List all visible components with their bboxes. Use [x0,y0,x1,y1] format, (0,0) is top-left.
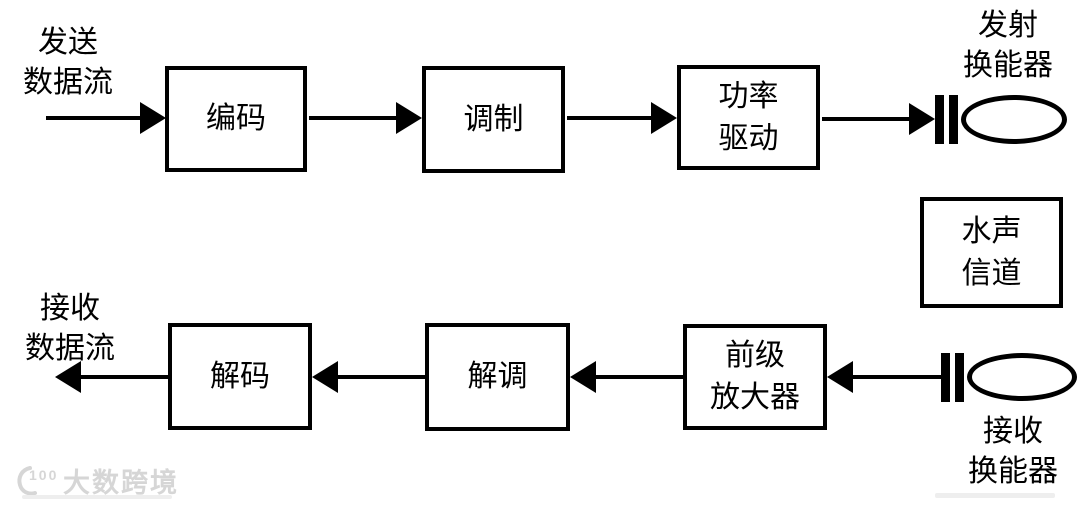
arrow-line [81,375,168,379]
tx-transducer-line1: 发射 [978,9,1038,42]
transducer-plate [935,95,944,144]
arrow-head-icon [396,102,422,134]
receive-data-stream-line2: 数据流 [25,332,115,365]
send-data-stream-line1: 发送 [38,26,98,59]
transducer-head [967,353,1077,401]
arrow-line [338,375,425,379]
watermark: 100 大数跨境 [16,461,179,500]
arrow-line [46,116,141,120]
transducer-plate [955,353,964,402]
arrow-line [596,375,683,379]
arrow-line [309,116,397,120]
node-channel: 水声 信道 [920,197,1063,308]
node-demodulate-label: 解调 [467,360,528,393]
node-channel-line1: 水声 [961,214,1022,248]
watermark-brand: 大数跨境 [63,468,179,498]
arrow-head-icon [312,361,338,393]
node-decode-label: 解码 [210,359,270,393]
tx-transducer-line2: 换能器 [963,49,1053,82]
transducer-head [961,95,1067,144]
send-data-stream-line2: 数据流 [23,66,113,99]
node-preamp-line2: 放大器 [710,381,800,414]
arrow-head-icon [55,361,81,393]
rx-transducer-line1: 接收 [983,415,1043,448]
send-data-stream-label: 发送 数据流 [10,23,126,103]
node-power-drive-line1: 功率 [718,79,779,113]
node-preamp-line1: 前级 [725,339,785,372]
arrow-line [822,117,910,121]
transducer-plate [941,353,950,402]
node-channel-line2: 信道 [961,256,1022,290]
node-preamp: 前级 放大器 [683,324,827,430]
rx-transducer-label: 接收 换能器 [950,412,1076,492]
arrow-head-icon [827,361,853,393]
arrow-head-icon [570,361,596,393]
receive-data-stream-line1: 接收 [40,292,100,325]
node-encode: 编码 [165,66,307,172]
arrow-line [567,116,652,120]
watermark-fineprint-line [935,493,1055,498]
node-modulate-label: 调制 [463,102,524,136]
svg-text:100: 100 [29,467,58,483]
node-power-drive: 功率 驱动 [677,65,820,170]
node-demodulate: 解调 [425,323,570,431]
receive-data-stream-label: 接收 数据流 [12,289,128,369]
arrow-head-icon [140,102,166,134]
node-power-drive-line2: 驱动 [718,121,779,155]
node-modulate: 调制 [422,66,565,173]
arrow-line [852,375,942,379]
arrow-head-icon [651,102,677,134]
tx-transducer-label: 发射 换能器 [945,6,1071,86]
node-encode-label: 编码 [206,102,266,135]
rx-transducer-line2: 换能器 [968,455,1058,488]
transducer-plate [949,95,958,144]
watermark-logo-icon: 100 [17,465,58,496]
watermark-fineprint-line [22,495,172,499]
arrow-head-icon [909,103,935,135]
node-decode: 解码 [168,323,312,430]
